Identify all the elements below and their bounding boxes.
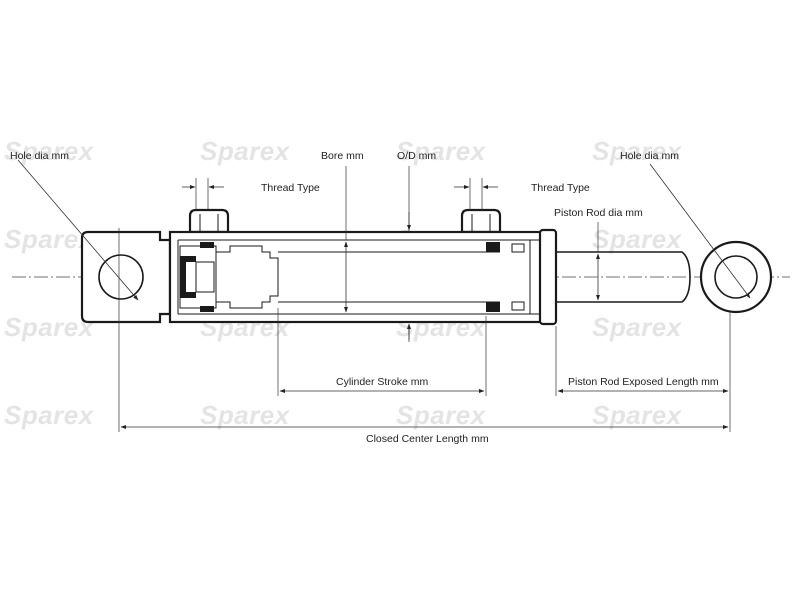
watermark-text: Sparex: [200, 136, 291, 166]
watermark-text: Sparex: [396, 136, 487, 166]
gland-nut: [538, 228, 558, 326]
cylinder-stroke-label: Cylinder Stroke mm: [336, 376, 428, 388]
cylinder-body: [80, 208, 773, 326]
piston-seal: [180, 256, 196, 298]
watermark-text: Sparex: [592, 224, 683, 254]
gland-body: [500, 239, 531, 315]
rear-pin-hole: [98, 254, 144, 300]
gland-groove: [511, 243, 525, 253]
piston-rod-dia-label: Piston Rod dia mm: [554, 207, 643, 219]
watermark-layer: Sparex Sparex Sparex Sparex Sparex Spare…: [4, 136, 683, 430]
dimension-lines: [17, 159, 751, 429]
hole-dia-right-label: Hole dia mm: [620, 150, 679, 162]
closed-center-length-label: Closed Center Length mm: [366, 433, 489, 445]
watermark-text: Sparex: [4, 400, 95, 430]
watermark-text: Sparex: [4, 312, 95, 342]
rod-eye-hole: [714, 255, 758, 299]
piston-nut: [195, 261, 215, 293]
bore-label: Bore mm: [321, 150, 364, 162]
extension-lines: [118, 166, 731, 432]
watermark-text: Sparex: [4, 224, 95, 254]
thread-type-left-label: Thread Type: [261, 182, 320, 194]
watermark-text: Sparex: [592, 400, 683, 430]
rear-port-boss: [188, 208, 230, 234]
watermark-text: Sparex: [396, 400, 487, 430]
labels: Hole dia mm Hole dia mm Bore mm O/D mm T…: [10, 150, 719, 445]
hole-left-leader: [17, 159, 139, 301]
rear-clevis: [80, 230, 172, 324]
piston-rod: [556, 251, 691, 303]
gland-groove: [511, 301, 525, 311]
hole-right-leader: [649, 163, 751, 299]
rod-seal: [486, 302, 500, 312]
hole-dia-left-label: Hole dia mm: [10, 150, 69, 162]
piston-ring: [200, 242, 214, 248]
rod-collar: [216, 245, 279, 309]
watermark-text: Sparex: [200, 400, 291, 430]
barrel: [168, 230, 548, 324]
watermark-text: Sparex: [592, 136, 683, 166]
rod-eye: [699, 240, 773, 314]
piston-rod-exposed-length-label: Piston Rod Exposed Length mm: [568, 376, 719, 388]
watermark-text: Sparex: [592, 312, 683, 342]
thread-type-right-label: Thread Type: [531, 182, 590, 194]
rod-seal: [486, 242, 500, 252]
piston-ring: [200, 306, 214, 312]
front-port-boss: [460, 208, 502, 234]
od-label: O/D mm: [397, 150, 436, 162]
